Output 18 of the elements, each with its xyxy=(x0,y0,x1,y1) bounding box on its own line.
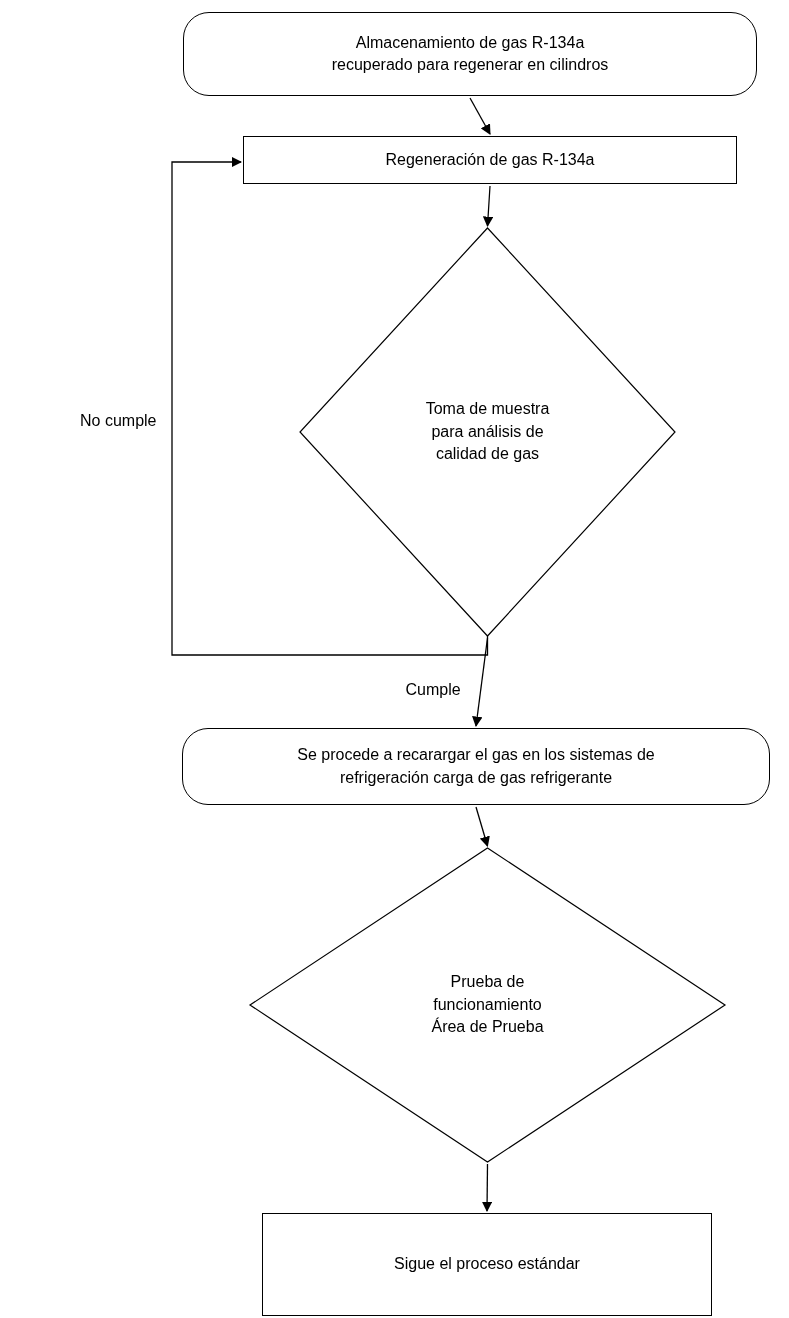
node-text: Almacenamiento de gas R-134a recuperado para regenerar en cilindros xyxy=(330,32,610,75)
process-box xyxy=(183,12,757,96)
decision-diamond xyxy=(248,847,727,1163)
node-text: Prueba de funcionamiento Área de Prueba xyxy=(430,972,545,1038)
process-box xyxy=(243,136,737,184)
node-text: Sigue el proceso estándar xyxy=(394,1254,580,1275)
process-box xyxy=(262,1213,712,1316)
process-box xyxy=(182,728,770,805)
node-text: Regeneración de gas R-134a xyxy=(385,149,595,170)
arrow xyxy=(481,1163,493,1213)
arrow xyxy=(472,637,489,728)
node-text: Toma de muestra para análisis de calidad de gas xyxy=(424,399,551,465)
arrow xyxy=(475,806,490,847)
decision-diamond xyxy=(299,227,676,637)
arrow xyxy=(482,185,494,228)
node-text: Se procede a recarargar el gas en los sistemas de refrigeración carga de gas refrigerante xyxy=(296,745,656,788)
arrow xyxy=(469,97,491,135)
arrow xyxy=(171,156,489,656)
